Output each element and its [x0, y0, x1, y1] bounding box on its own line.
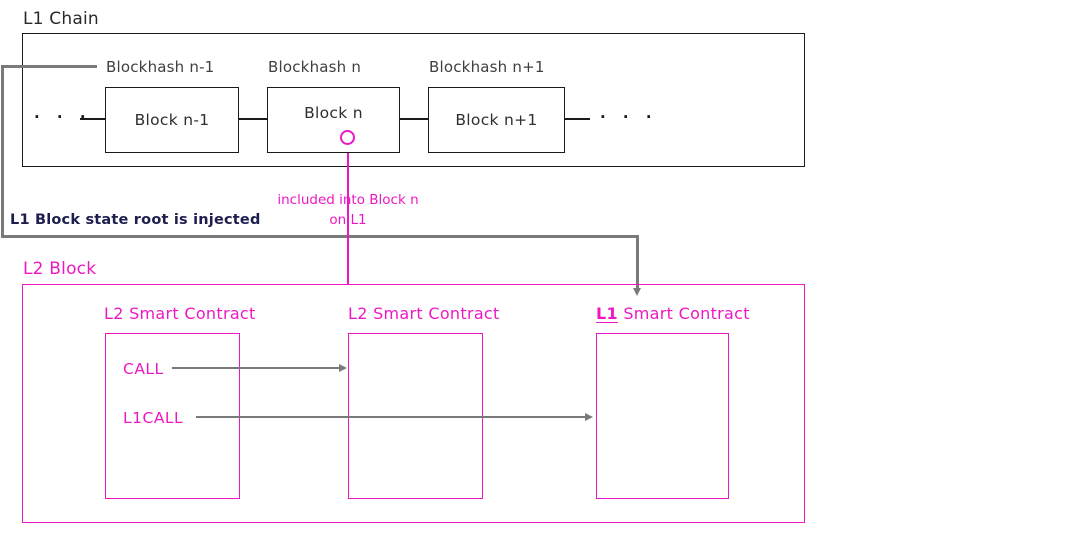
blockhash-n-plus-1-label: Blockhash n+1: [429, 58, 545, 76]
blockhash-n-label: Blockhash n: [268, 58, 362, 76]
l1-chain-title: L1 Chain: [23, 9, 99, 29]
included-note-line1: included into Block n: [277, 192, 419, 208]
chain-connector-3: [400, 118, 428, 120]
l1call-label: L1CALL: [123, 409, 184, 427]
l1-smart-contract-label-rest: Smart Contract: [617, 304, 750, 323]
l1call-arrow-line: [196, 416, 585, 418]
chain-ellipsis-left: · · ·: [34, 108, 92, 126]
l2-block-title: L2 Block: [23, 259, 97, 279]
included-note: included into Block n on L1: [248, 190, 448, 230]
chain-ellipsis-right: · · ·: [600, 108, 658, 126]
l1call-arrowhead-icon: [585, 412, 593, 421]
injected-path-drop-segment: [636, 235, 639, 289]
block-n-anchor-circle-icon: [340, 130, 355, 145]
l2-block-box: [22, 284, 805, 523]
call-label: CALL: [123, 360, 164, 378]
block-n-box: Block n: [267, 87, 400, 153]
injected-path-top-segment: [1, 65, 97, 68]
l1-smart-contract-box: [596, 333, 729, 499]
block-n-plus-1-label: Block n+1: [455, 111, 538, 129]
chain-connector-2: [239, 118, 267, 120]
included-connector-line: [347, 144, 349, 284]
injected-path-bottom-segment: [1, 235, 639, 238]
injected-path-left-segment: [1, 65, 4, 238]
block-n-label: Block n: [304, 104, 363, 122]
call-arrowhead-icon: [339, 363, 347, 372]
l2-smart-contract-2-label: L2 Smart Contract: [348, 304, 500, 323]
state-root-injected-label: L1 Block state root is injected: [10, 212, 261, 228]
blockhash-n-1-label: Blockhash n-1: [106, 58, 215, 76]
chain-connector-4: [565, 118, 590, 120]
included-note-line2: on L1: [329, 212, 367, 228]
block-n-plus-1-box: Block n+1: [428, 87, 565, 153]
chain-connector-1: [80, 118, 105, 120]
l1-chain-box: [22, 33, 805, 167]
l1-smart-contract-label: L1 Smart Contract: [596, 304, 750, 323]
call-arrow-line: [172, 367, 339, 369]
l2-smart-contract-1-label: L2 Smart Contract: [104, 304, 256, 323]
injected-path-arrowhead-icon: [633, 288, 641, 296]
block-n-1-box: Block n-1: [105, 87, 239, 153]
l1-smart-contract-label-bold: L1: [596, 304, 618, 323]
block-n-1-label: Block n-1: [134, 111, 210, 129]
